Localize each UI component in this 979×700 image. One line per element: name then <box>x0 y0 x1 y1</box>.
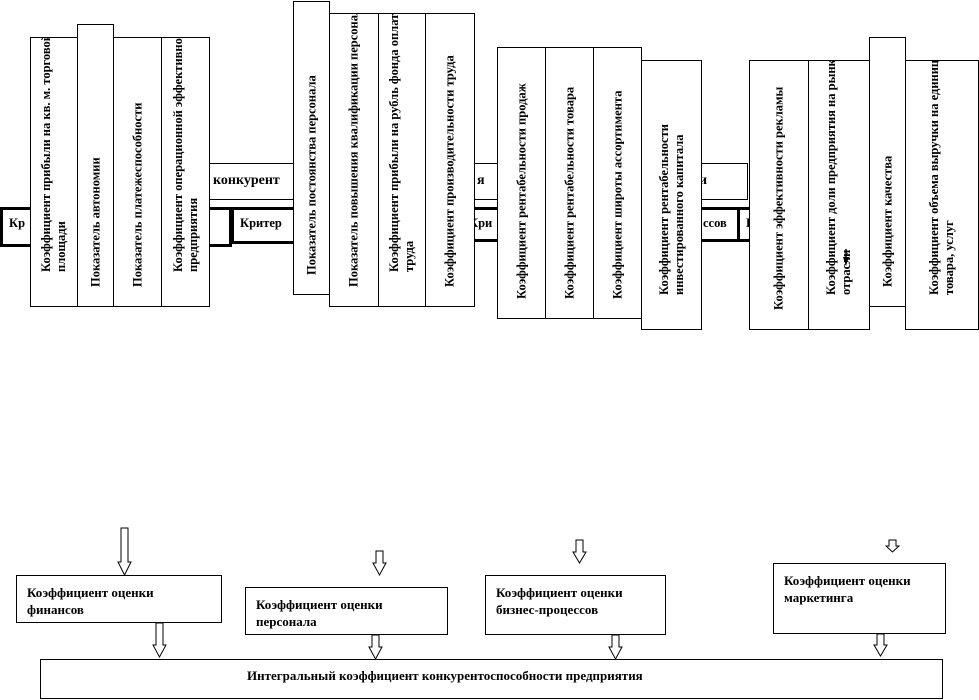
finance-indicator-1: Коэффициент прибыли на кв. м. торговой п… <box>30 37 78 307</box>
marketing-indicator-2: Коэффициент доли предприятия на рынке от… <box>808 60 870 330</box>
marketing-indicator-4: Коэффициент объема выручки на единицу то… <box>905 60 979 330</box>
criteria-business-tail: ссов <box>703 216 727 230</box>
arrow-personnel-to-integral <box>368 634 383 661</box>
marketing-indicator-3: Коэффициент качества <box>869 37 906 307</box>
header-text-3: и <box>699 173 708 188</box>
arrow-finance-to-integral <box>152 622 167 659</box>
arrow-business-to-integral <box>608 634 623 661</box>
personnel-indicator-4: Коэффициент производительности труда <box>425 13 475 307</box>
arrow-down-marketing <box>884 539 901 553</box>
criteria-finance-label: Кр <box>9 216 26 230</box>
personnel-indicator-3: Коэффициент прибыли на рубль фонда оплат… <box>378 13 426 307</box>
criteria-personnel-label: Критер <box>240 216 282 230</box>
finance-indicator-4: Коэффициент операционной эффективность п… <box>161 37 210 307</box>
arrow-down-finance <box>117 527 132 577</box>
arrow-marketing-to-integral <box>873 633 888 657</box>
arrow-down-business <box>572 539 587 564</box>
header-text-2: я <box>477 173 485 188</box>
cursor-arrow-mark <box>843 257 849 266</box>
marketing-indicator-1: Коэффициент эффективности рекламы <box>749 60 809 330</box>
header-text-1: конкурент <box>213 173 280 188</box>
integral-coefficient-label: Интегральный коэффициент конкурентоспосо… <box>247 668 643 683</box>
business-coefficient-box: Коэффициент оценки бизнес-процессов <box>485 575 666 635</box>
business-indicator-4: Коэффициент рентабельности инвестированн… <box>641 60 702 330</box>
arrow-down-personnel <box>372 550 387 577</box>
integral-coefficient-box: Интегральный коэффициент конкурентоспосо… <box>40 659 943 699</box>
personnel-coefficient-box: Коэффициент оценки персонала <box>245 587 448 635</box>
business-indicator-2: Коэффициент рентабельности товара <box>545 47 594 319</box>
finance-coefficient-box: Коэффициент оценки финансов <box>16 575 222 623</box>
marketing-coefficient-box: Коэффициент оценки маркетинга <box>773 563 946 634</box>
